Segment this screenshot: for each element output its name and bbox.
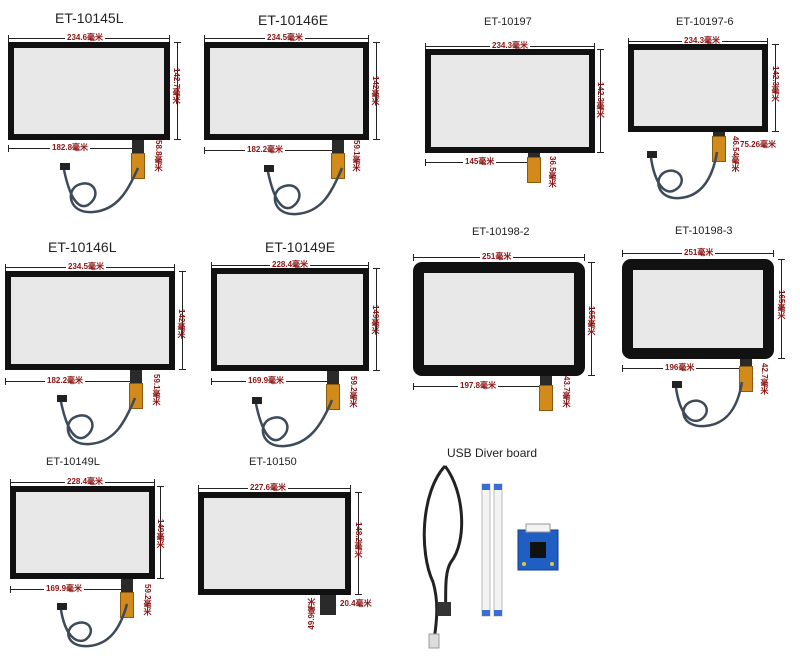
fpc-offset-label: 145毫米 <box>463 157 497 166</box>
fpc-offset-label: 196毫米 <box>663 363 697 372</box>
controller-board <box>539 385 553 411</box>
width-label: 228.4毫米 <box>65 477 106 486</box>
height-dimension-line <box>597 49 604 153</box>
model-title: ET-10146L <box>48 239 117 255</box>
fpc-length-label: 20.4毫米 <box>340 599 372 608</box>
model-title: ET-10197-6 <box>676 16 734 28</box>
height-label: 165毫米 <box>777 290 786 320</box>
fpc-length-label: 46.54毫米 <box>731 136 740 173</box>
width-label: 234.5毫米 <box>265 33 306 42</box>
model-title: ET-10145L <box>55 10 124 26</box>
usb-cable-icon <box>422 464 464 649</box>
width-label: 227.6毫米 <box>248 483 289 492</box>
touch-panel <box>425 49 595 153</box>
touch-panel <box>8 42 170 140</box>
fpc-length-label: 36.5毫米 <box>548 156 557 188</box>
fpc-offset-label: 197.8毫米 <box>458 381 499 390</box>
width-label: 234.6毫米 <box>65 33 106 42</box>
touch-panel <box>622 259 774 359</box>
height-label: 142.3毫米 <box>596 82 605 119</box>
usb-cable-icon <box>264 165 344 216</box>
fpc-length-label: 58.8毫米 <box>154 140 163 172</box>
fpc-offset-label: 169.9毫米 <box>44 584 85 593</box>
width-label: 251毫米 <box>480 252 514 261</box>
fpc-length-label: 59.2毫米 <box>349 376 358 408</box>
usb-cable-icon <box>57 603 129 648</box>
height-label: 142毫米 <box>177 309 186 339</box>
model-title: ET-10197 <box>484 16 532 28</box>
fpc-offset-label: 182.8毫米 <box>50 143 91 152</box>
height-dimension-line <box>179 271 186 370</box>
fpc-offset-label: 182.2毫米 <box>245 145 286 154</box>
fpc-tail <box>327 371 339 385</box>
height-dimension-line <box>373 268 380 371</box>
touch-panel <box>10 486 155 579</box>
fpc-tail <box>121 579 133 593</box>
touch-panel <box>204 42 369 140</box>
usb-cable-icon <box>647 151 719 200</box>
usb-cable-icon <box>60 163 140 214</box>
fpc-tail <box>130 370 142 384</box>
height-dimension-line <box>174 42 181 140</box>
usb-cable-icon <box>672 381 744 428</box>
driver-board-icon <box>517 523 559 571</box>
height-label: 148.2毫米 <box>354 522 363 559</box>
touch-panel <box>413 262 585 376</box>
fpc-length-label: 42.7毫米 <box>760 363 769 395</box>
fpc-length-label: 59.1毫米 <box>352 140 361 172</box>
height-dimension-line <box>778 259 785 359</box>
touch-panel <box>628 44 768 132</box>
fpc-length-label: 43.7毫米 <box>562 376 571 408</box>
controller-board <box>131 153 145 179</box>
height-dimension-line <box>355 492 362 595</box>
height-label: 142.3毫米 <box>771 66 780 103</box>
height-dimension-line <box>157 486 164 579</box>
fpc-tail <box>320 595 336 615</box>
fpc-offset-label: 49.9毫米 <box>307 598 316 630</box>
width-label: 234.5毫米 <box>66 262 107 271</box>
height-label: 142毫米 <box>371 76 380 106</box>
fpc-offset-label: 169.9毫米 <box>246 376 287 385</box>
model-title: ET-10150 <box>249 456 297 468</box>
fpc-tail <box>332 140 344 154</box>
model-title: ET-10198-2 <box>472 226 530 238</box>
fpc-length-label: 59.1毫米 <box>152 374 161 406</box>
height-label: 142.7毫米 <box>172 68 181 105</box>
usb-cable-icon <box>57 395 137 446</box>
height-label: 165毫米 <box>587 306 596 336</box>
model-title: ET-10198-3 <box>675 225 733 237</box>
touch-panel <box>198 492 351 595</box>
width-label: 234.3毫米 <box>682 36 723 45</box>
height-dimension-line <box>772 44 779 132</box>
height-label: 149毫米 <box>371 305 380 335</box>
width-label: 251毫米 <box>682 248 716 257</box>
fpc-offset-label: 182.2毫米 <box>45 376 86 385</box>
touch-panel <box>5 271 175 370</box>
controller-board <box>527 157 541 183</box>
usb-cable-icon <box>252 397 334 448</box>
fpc-length-label: 59.2毫米 <box>143 584 152 616</box>
fpc-offset-label: 75.26毫米 <box>740 140 777 149</box>
width-label: 228.4毫米 <box>270 260 311 269</box>
height-dimension-line <box>588 262 595 376</box>
ribbon-cable-icon <box>481 483 503 617</box>
model-title: ET-10149L <box>46 456 100 468</box>
height-label: 149毫米 <box>156 519 165 549</box>
model-title: ET-10149E <box>265 239 336 255</box>
width-label: 234.3毫米 <box>490 41 531 50</box>
fpc-tail <box>132 140 144 154</box>
height-dimension-line <box>373 42 380 140</box>
touch-panel <box>211 268 369 371</box>
model-title: ET-10146E <box>258 12 329 28</box>
accessory-title: USB Diver board <box>447 446 538 460</box>
